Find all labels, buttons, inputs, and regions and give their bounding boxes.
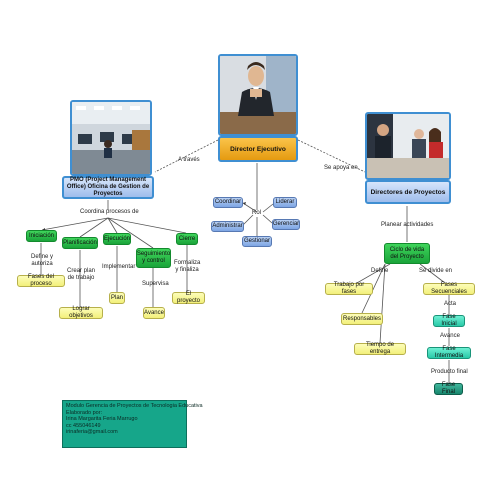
node-directores[interactable]: Directores de Proyectos	[365, 180, 451, 204]
link-director-directores	[297, 139, 366, 173]
pmo-photo	[70, 100, 152, 176]
director-photo	[218, 54, 298, 136]
label-producto-final: Producto final	[431, 369, 468, 375]
node-administrar[interactable]: Administrar	[211, 221, 244, 232]
info-line: Irina Margarita Feria Marrugo	[66, 416, 138, 423]
node-tiempo[interactable]: Tiempo de entrega	[354, 342, 406, 355]
label-implementar: Implementar	[102, 264, 136, 270]
link-rol-administrar	[242, 214, 254, 226]
link-rol-coordinar	[242, 202, 258, 213]
node-gestionar[interactable]: Gestionar	[242, 236, 272, 247]
node-coordinar[interactable]: Coordinar	[213, 197, 243, 208]
node-planificacion[interactable]: Planificación	[62, 237, 98, 249]
node-fases-proceso[interactable]: Fases del proceso	[17, 274, 65, 287]
directores-photo	[365, 112, 451, 180]
link-ciclo-fasessec	[419, 263, 446, 284]
node-gerenciar[interactable]: Gerenciar	[272, 219, 300, 230]
node-el-proyecto[interactable]: El proyecto	[172, 291, 205, 304]
label-supervisa: Supervisa	[142, 281, 169, 287]
link-coordina-cierre	[107, 217, 187, 234]
label-acta: Acta	[444, 301, 457, 307]
node-lograr-objetivos[interactable]: Lograr objetivos	[59, 306, 103, 319]
label-rol: Rol	[252, 210, 262, 216]
businessman-image	[220, 56, 296, 134]
office-image	[72, 102, 150, 174]
node-iniciacion[interactable]: Iniciación	[26, 230, 57, 242]
label-define-autoriza: Define y autoriza	[30, 254, 53, 267]
info-line: cc 455046149	[66, 422, 101, 429]
node-avance[interactable]: Avance	[143, 307, 165, 319]
link-coordina-iniciacion	[41, 217, 109, 231]
label-crear-plan: Crear plan de trabajo	[66, 268, 95, 281]
node-liderar[interactable]: Liderar	[273, 197, 297, 208]
node-cierre[interactable]: Cierre	[176, 233, 198, 245]
link-coordina-planificacion	[79, 217, 109, 238]
link-ciclo-responsables	[361, 263, 386, 314]
node-fase-inicial[interactable]: Fase Inicial	[433, 314, 465, 327]
link-coordina-seguimiento	[107, 217, 154, 249]
node-fase-intermedia[interactable]: Fase Intermedia	[427, 346, 471, 359]
author-info-box: Modulo Gerencia de Proyectos de Tecnolog…	[62, 400, 203, 448]
link-rol-liderar	[262, 203, 274, 213]
node-pmo[interactable]: PMO (Project Management Office) Oficina …	[62, 176, 154, 199]
node-ejecucion[interactable]: Ejecución	[103, 233, 131, 245]
link-coordina-ejecucion	[107, 217, 118, 234]
node-director[interactable]: Director Ejecutivo	[218, 136, 298, 162]
node-responsables[interactable]: Responsables	[341, 313, 383, 325]
label-define: Define	[371, 268, 389, 274]
info-line: Elaborado por:	[66, 409, 103, 416]
node-seguimiento[interactable]: Seguimiento y control	[136, 248, 171, 268]
info-line: irinaferia@gmail.com	[66, 429, 118, 436]
link-director-pmo	[154, 139, 219, 173]
info-line: Modulo Gerencia de Proyectos de Tecnolog…	[66, 403, 203, 409]
link-ciclo-tiempo	[379, 263, 386, 344]
node-plan[interactable]: Plan	[109, 292, 125, 304]
label-coordina: Coordina procesos de	[80, 209, 139, 215]
node-fase-final[interactable]: Fase Final	[434, 382, 463, 395]
label-avance: Avance	[440, 333, 460, 339]
label-a-traves: A través	[178, 157, 200, 163]
meeting-image	[367, 114, 449, 178]
label-se-divide: Se divide en	[419, 268, 453, 274]
label-planear: Planear actividades	[381, 222, 434, 228]
node-trabajo-fases[interactable]: Trabajo por fases	[325, 282, 373, 295]
label-formaliza: Formaliza y finaliza	[174, 260, 201, 273]
label-se-apoya: Se apoya en	[324, 165, 358, 171]
link-rol-gerenciar	[262, 214, 273, 224]
node-fases-secuenciales[interactable]: Fases Secuenciales	[423, 282, 475, 295]
node-ciclo[interactable]: Ciclo de vida del Proyecto	[384, 243, 430, 264]
